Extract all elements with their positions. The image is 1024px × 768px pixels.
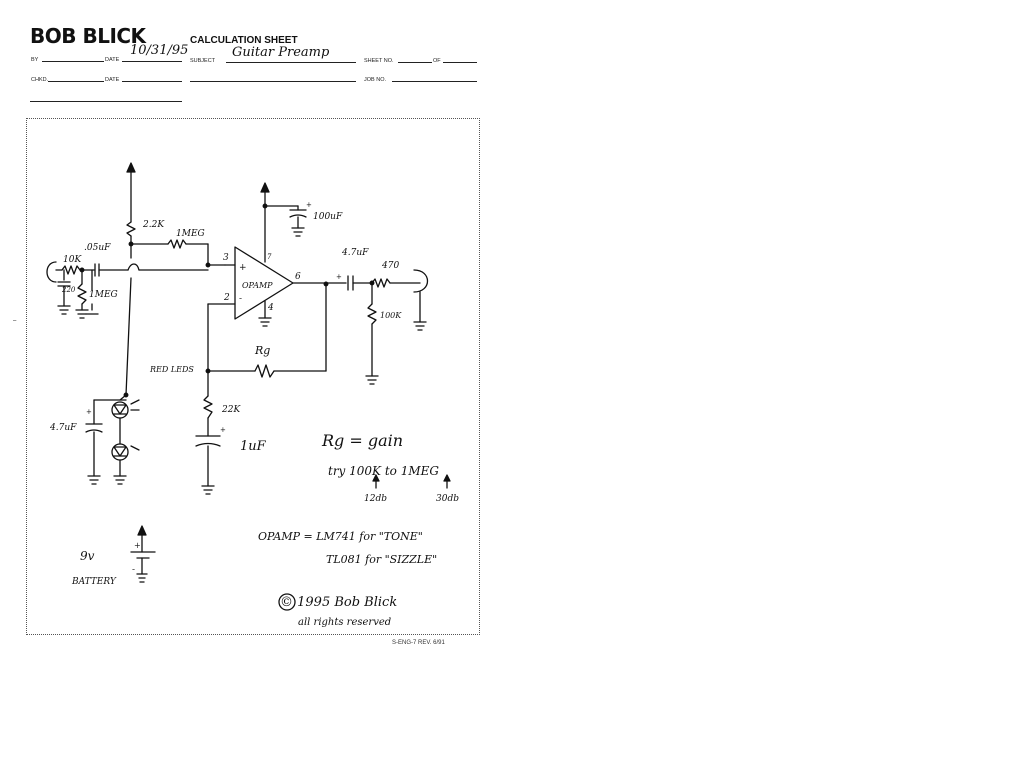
date-label: DATE bbox=[105, 57, 120, 63]
chkd-subject-field-line bbox=[190, 81, 356, 82]
date-value: 10/31/95 bbox=[130, 43, 189, 58]
chkd-date-label: DATE bbox=[105, 77, 120, 83]
label-opamp: OPAMP bbox=[242, 281, 273, 290]
resistor-1meg-bias bbox=[167, 239, 187, 249]
label-470: 470 bbox=[381, 261, 399, 271]
label-4-7uf-led: 4.7uF bbox=[49, 423, 77, 433]
subject-field-line bbox=[226, 62, 356, 63]
form-title: CALCULATION SHEET bbox=[190, 35, 298, 46]
label-plus-1uf: + bbox=[220, 426, 226, 434]
resistor-100k bbox=[367, 303, 377, 325]
job-no-field-line bbox=[392, 81, 477, 82]
note-rg-gain: Rg = gain bbox=[321, 431, 403, 450]
label-plus-out: + bbox=[336, 273, 342, 281]
label-battery-minus: - bbox=[132, 565, 135, 575]
label-4-7uf-out: 4.7uF bbox=[341, 248, 369, 258]
label-22k: 22K bbox=[221, 405, 241, 415]
label-opamp-plus: + bbox=[239, 263, 247, 273]
edge-mark: – bbox=[13, 318, 17, 324]
by-label: BY bbox=[31, 57, 39, 63]
note-30db: 30db bbox=[436, 494, 459, 504]
note-12db: 12db bbox=[364, 494, 387, 504]
chkd-label: CHKD. bbox=[31, 77, 49, 83]
drawing-area-border bbox=[26, 118, 480, 635]
label-05uf: .05uF bbox=[84, 243, 111, 253]
label-plus-100uf: + bbox=[306, 201, 312, 209]
subject-label: SUBJECT bbox=[190, 58, 216, 64]
label-plus-led-cap: + bbox=[86, 408, 92, 416]
supply-arrow-left bbox=[126, 162, 136, 173]
label-9v: 9v bbox=[80, 549, 95, 563]
note-try-range: try 100K to 1MEG bbox=[328, 464, 439, 478]
subject-value: Guitar Preamp bbox=[232, 45, 330, 60]
job-no-label: JOB NO. bbox=[364, 77, 387, 83]
label-1meg-input: 1MEG bbox=[89, 290, 118, 300]
label-1meg-bias: 1MEG bbox=[176, 229, 205, 239]
sheet-no-field-line bbox=[398, 62, 432, 63]
resistor-1meg-input bbox=[77, 283, 87, 305]
label-220: 220 bbox=[61, 286, 76, 294]
of-label: OF bbox=[433, 58, 441, 64]
label-100uf: 100uF bbox=[313, 212, 343, 222]
label-pin6: 6 bbox=[295, 272, 301, 282]
label-10k: 10K bbox=[63, 255, 82, 265]
chkd-date-field-line bbox=[122, 81, 182, 82]
note-opamp-sizzle: TL081 for "SIZZLE" bbox=[326, 553, 437, 566]
note-opamp-tone: OPAMP = LM741 for "TONE" bbox=[258, 530, 423, 543]
note-copyright: © 1995 Bob Blick bbox=[280, 595, 397, 610]
output-jack bbox=[413, 269, 429, 293]
label-red-leds: RED LEDS bbox=[149, 365, 194, 374]
label-pin2: 2 bbox=[223, 293, 230, 303]
blank-field-line bbox=[30, 101, 182, 102]
label-2-2k: 2.2K bbox=[142, 220, 165, 230]
opamp-triangle bbox=[234, 246, 294, 320]
label-100k: 100K bbox=[380, 311, 402, 320]
resistor-470 bbox=[371, 278, 391, 288]
supply-arrow-opamp bbox=[260, 182, 270, 193]
label-pin4: 4 bbox=[267, 303, 274, 313]
input-jack bbox=[46, 261, 57, 283]
of-field-line bbox=[443, 62, 477, 63]
label-battery: BATTERY bbox=[71, 577, 117, 587]
resistor-10k bbox=[61, 265, 81, 275]
date-field-line bbox=[122, 61, 182, 62]
form-id: S-ENG-7 REV. 6/91 bbox=[392, 640, 445, 646]
label-1uf: 1uF bbox=[240, 439, 267, 454]
company-name: BOB BLICK bbox=[30, 24, 146, 48]
sheet-no-label: SHEET NO. bbox=[364, 58, 394, 64]
label-pin3: 3 bbox=[223, 253, 229, 263]
resistor-22k bbox=[203, 395, 213, 419]
label-pin7: 7 bbox=[267, 253, 272, 261]
resistor-rg bbox=[254, 364, 275, 378]
by-field-line bbox=[42, 61, 104, 62]
resistor-2-2k bbox=[126, 221, 136, 237]
label-rg: Rg bbox=[254, 344, 270, 357]
battery-arrow bbox=[137, 525, 147, 536]
copyright-circle bbox=[278, 593, 296, 611]
label-opamp-minus: - bbox=[239, 294, 242, 304]
note-rights: all rights reserved bbox=[298, 617, 391, 628]
chkd-field-line bbox=[48, 81, 104, 82]
label-battery-plus: + bbox=[134, 541, 141, 550]
